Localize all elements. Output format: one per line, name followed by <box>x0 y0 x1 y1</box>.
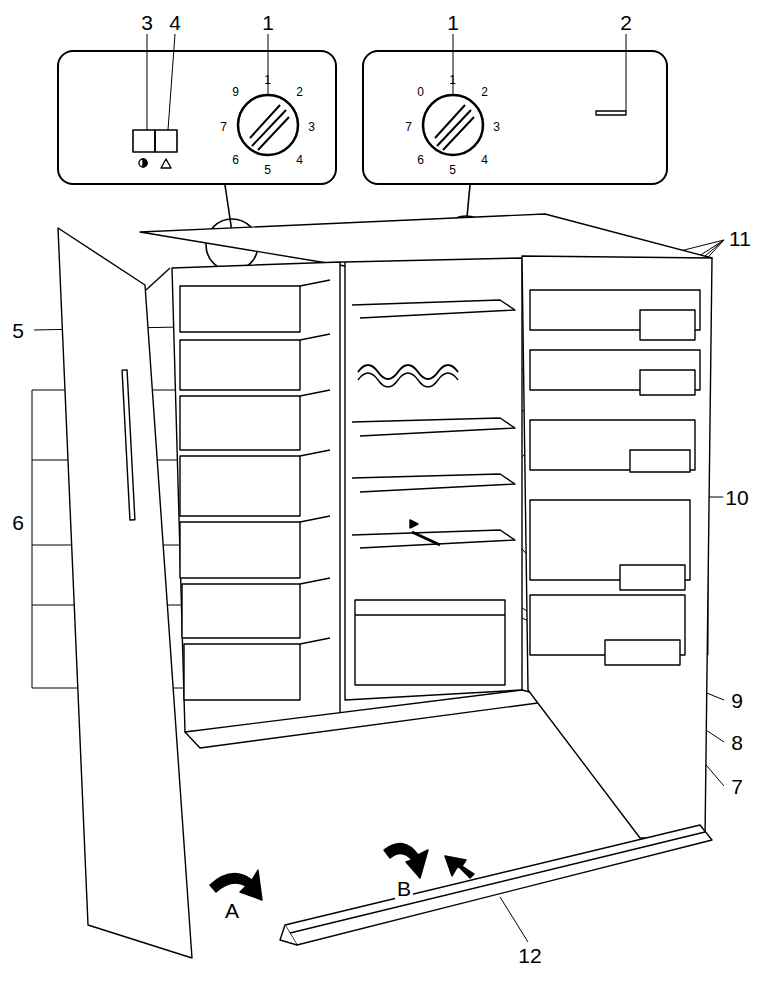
freezer-drawers <box>180 280 330 700</box>
dial-number: 2 <box>481 86 488 98</box>
kick-plate <box>280 825 712 945</box>
callout-number: 5 <box>10 319 26 342</box>
dial-number: 1 <box>449 74 456 86</box>
callout-number: 2 <box>618 11 634 34</box>
dial-number: 6 <box>417 154 424 166</box>
callout-number: 12 <box>516 944 543 967</box>
callout-number: 3 <box>139 11 155 34</box>
callout-number: 1 <box>445 11 461 34</box>
dial-number: 3 <box>308 121 315 133</box>
callout-number: 1 <box>260 11 276 34</box>
control-panel: 1 2 3 4 5 6 7 9 <box>57 50 337 185</box>
dial-number: 3 <box>493 121 500 133</box>
fridge-shelves <box>352 300 515 685</box>
dial-number: 1 <box>264 74 271 86</box>
control-dials <box>238 95 483 155</box>
callout-number: 11 <box>727 227 753 250</box>
dial-number: 4 <box>296 154 303 166</box>
callout-number: 6 <box>10 511 26 534</box>
callout-number: B <box>395 877 413 900</box>
dial-number: 5 <box>264 164 271 176</box>
callout-number: 7 <box>729 775 745 798</box>
callout-number: 8 <box>729 731 745 754</box>
dial-number: 5 <box>449 164 456 176</box>
callout-number: 10 <box>723 486 750 509</box>
dial-number: 6 <box>232 154 239 166</box>
dial-number: 7 <box>405 121 412 133</box>
dial-number: 7 <box>220 121 227 133</box>
dial-number: 0 <box>417 86 424 98</box>
callout-number: 9 <box>729 689 745 712</box>
dial-number: 9 <box>232 86 239 98</box>
callout-number: 4 <box>167 11 183 34</box>
callout-number: A <box>223 899 241 922</box>
indicator-lamps <box>133 111 626 168</box>
freezer-door <box>58 228 192 958</box>
dial-number: 2 <box>296 86 303 98</box>
dial-number: 4 <box>481 154 488 166</box>
fridge-door <box>522 256 712 838</box>
control-panel: 0 1 2 3 4 5 6 7 <box>362 50 668 185</box>
